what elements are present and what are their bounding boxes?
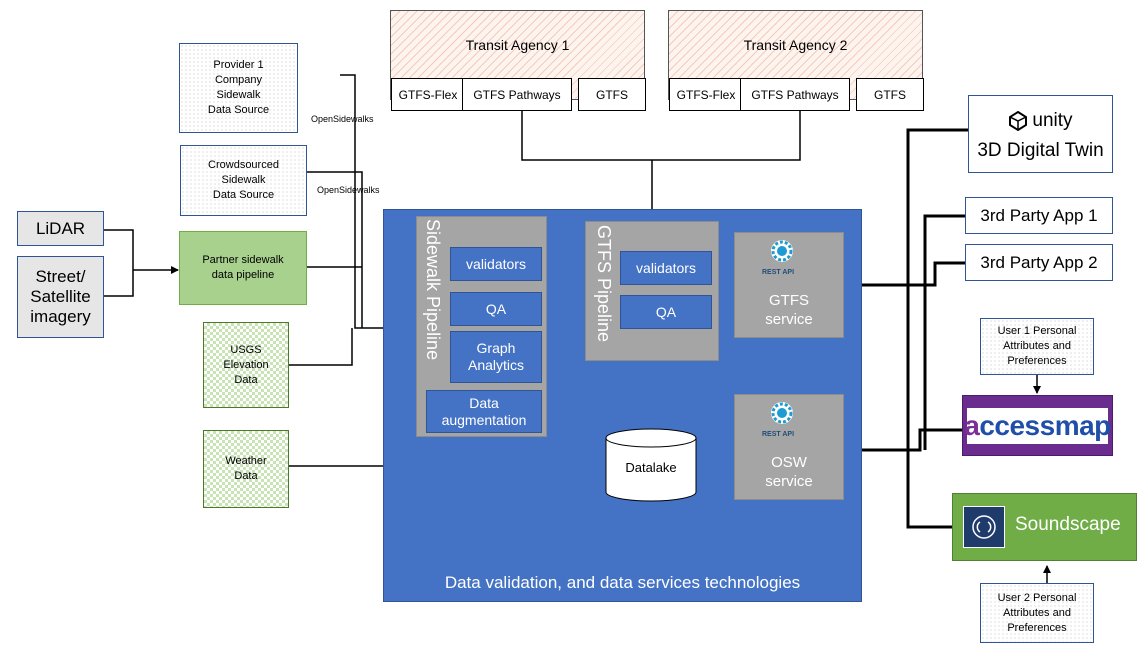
gtfs-service-line-2: service — [765, 311, 813, 328]
datalake-label: Datalake — [625, 459, 677, 475]
sidewalk-pipeline-label: Sidewalk Pipeline — [423, 219, 443, 361]
graph-line-2: Analytics — [467, 357, 525, 373]
crowdsourced-line-3: Data Source — [212, 189, 275, 201]
usgs-line-1: USGS — [230, 343, 262, 356]
weather-line-1: Weather — [225, 455, 267, 467]
soundscape-app: Soundscape — [952, 493, 1137, 561]
agency1-tab-gtfs: GTFS — [578, 78, 646, 111]
gtfs-rest-api-label: REST API — [762, 269, 795, 276]
accessmap-text: ccessmap — [979, 409, 1111, 441]
app2-link — [841, 261, 965, 289]
third-party-app-1: 3rd Party App 1 — [965, 197, 1113, 234]
agency2-link — [652, 99, 801, 161]
osw-service-line-2: service — [765, 473, 813, 490]
agency1-link — [521, 99, 652, 161]
agency2-tab-gtfs-pathways: GTFS Pathways — [740, 78, 850, 111]
crowdsourced-line-1: Crowdsourced — [208, 159, 279, 171]
user1-line-3: Preferences — [1007, 355, 1067, 367]
usgs-line-3: Data — [234, 373, 258, 386]
provider1-source: Provider 1 Company Sidewalk Data Source — [179, 43, 298, 133]
soundscape-label: Soundscape — [1015, 514, 1121, 535]
unity-logo: unity — [969, 110, 1112, 132]
opensidewalks-label-1: OpenSidewalks — [311, 114, 374, 124]
provider1-line-3: Sidewalk — [216, 89, 261, 101]
osw-service: REST API OSW service — [734, 394, 844, 500]
osw-rest-api-icon — [771, 402, 793, 424]
agency1-tab-gtfs-flex: GTFS-Flex — [391, 78, 465, 111]
unity-label: 3D Digital Twin — [977, 140, 1104, 161]
usgs-link — [289, 328, 353, 366]
sidewalk-graph-analytics: Graph Analytics — [450, 331, 542, 383]
platform-caption: Data validation, and data services techn… — [444, 573, 801, 592]
unity-cube-icon — [1009, 111, 1028, 131]
crowdsourced-link — [307, 171, 363, 328]
transit-agency-1: Transit Agency 1 GTFS-Flex GTFS Pathways… — [390, 10, 646, 111]
partner-line-1: Partner sidewalk — [202, 254, 284, 266]
agency1-tab-gtfs-pathways: GTFS Pathways — [462, 78, 572, 111]
imagery-line-1: Street/ — [35, 267, 86, 286]
gtfs-validators: validators — [620, 251, 712, 285]
imagery-box: Street/ Satellite imagery — [17, 256, 104, 338]
lidar-box: LiDAR — [17, 211, 104, 246]
gtfs-service-label: GTFS service — [735, 291, 843, 329]
unity-link — [906, 128, 968, 529]
imagery-link — [104, 270, 134, 297]
user2-line-3: Preferences — [1007, 621, 1067, 634]
gtfs-service: REST API GTFS service — [734, 232, 844, 338]
usgs-line-2: Elevation — [223, 358, 269, 371]
agency2-tab-gtfs-flex: GTFS-Flex — [669, 78, 743, 111]
augmentation-line-1: Data — [469, 394, 499, 411]
third-party-app-2: 3rd Party App 2 — [965, 244, 1113, 281]
provider1-line-4: Data Source — [207, 104, 270, 116]
partner-pipeline-box: Partner sidewalk data pipeline — [179, 231, 307, 305]
weather-line-2: Data — [234, 470, 258, 482]
accessmap-osw-link — [841, 428, 965, 454]
opensidewalks-label-2: OpenSidewalks — [317, 185, 380, 195]
provider1-line-2: Company — [214, 74, 263, 86]
imagery-line-2: Satellite — [30, 287, 91, 306]
user1-line-1: User 1 Personal — [997, 325, 1077, 337]
usgs-source: USGS Elevation Data — [203, 322, 289, 408]
agency2-tab-gtfs: GTFS — [856, 78, 924, 111]
crowdsourced-source: Crowdsourced Sidewalk Data Source — [180, 145, 307, 216]
partner-line-2: data pipeline — [211, 269, 275, 281]
lidar-label: LiDAR — [35, 218, 86, 238]
sidewalk-data-augmentation: Data augmentation — [426, 390, 542, 433]
osw-service-line-1: OSW — [771, 454, 807, 471]
gtfs-service-line-1: GTFS — [769, 292, 809, 309]
transit-agency-2: Transit Agency 2 GTFS-Flex GTFS Pathways… — [668, 10, 924, 111]
crowdsourced-line-2: Sidewalk — [221, 174, 266, 186]
accessmap-a: a — [964, 409, 980, 441]
agency2-title: Transit Agency 2 — [743, 37, 848, 53]
gtfs-pipeline: GTFS Pipeline — [585, 221, 719, 361]
agency1-title: Transit Agency 1 — [465, 37, 570, 53]
user1-preferences: User 1 Personal Attributes and Preferenc… — [980, 318, 1094, 375]
lidar-link — [104, 229, 134, 270]
soundscape-rings-icon — [972, 515, 996, 539]
osw-service-label: OSW service — [735, 453, 843, 491]
datalake-icon — [605, 428, 697, 502]
weather-source: Weather Data — [203, 430, 289, 508]
user2-line-1: User 2 Personal — [997, 591, 1077, 604]
unity-digital-twin: unity 3D Digital Twin — [968, 95, 1113, 173]
gtfs-rest-api-icon — [771, 240, 793, 262]
provider1-line-1: Provider 1 — [213, 59, 264, 71]
imagery-line-3: imagery — [30, 307, 91, 326]
sidewalk-validators: validators — [450, 247, 542, 281]
soundscape-icon — [963, 506, 1005, 548]
augmentation-line-2: augmentation — [441, 411, 527, 428]
graph-line-1: Graph — [476, 340, 516, 356]
sidewalk-qa: QA — [450, 292, 542, 326]
user1-line-2: Attributes and — [1003, 340, 1071, 352]
gtfs-qa: QA — [620, 295, 712, 329]
user2-preferences: User 2 Personal Attributes and Preferenc… — [980, 583, 1094, 643]
app1-link — [923, 214, 965, 450]
osw-rest-api-label: REST API — [762, 431, 795, 438]
gtfs-pipeline-label: GTFS Pipeline — [594, 225, 614, 343]
unity-wordmark: unity — [1032, 110, 1073, 131]
user2-line-2: Attributes and — [1003, 606, 1071, 619]
